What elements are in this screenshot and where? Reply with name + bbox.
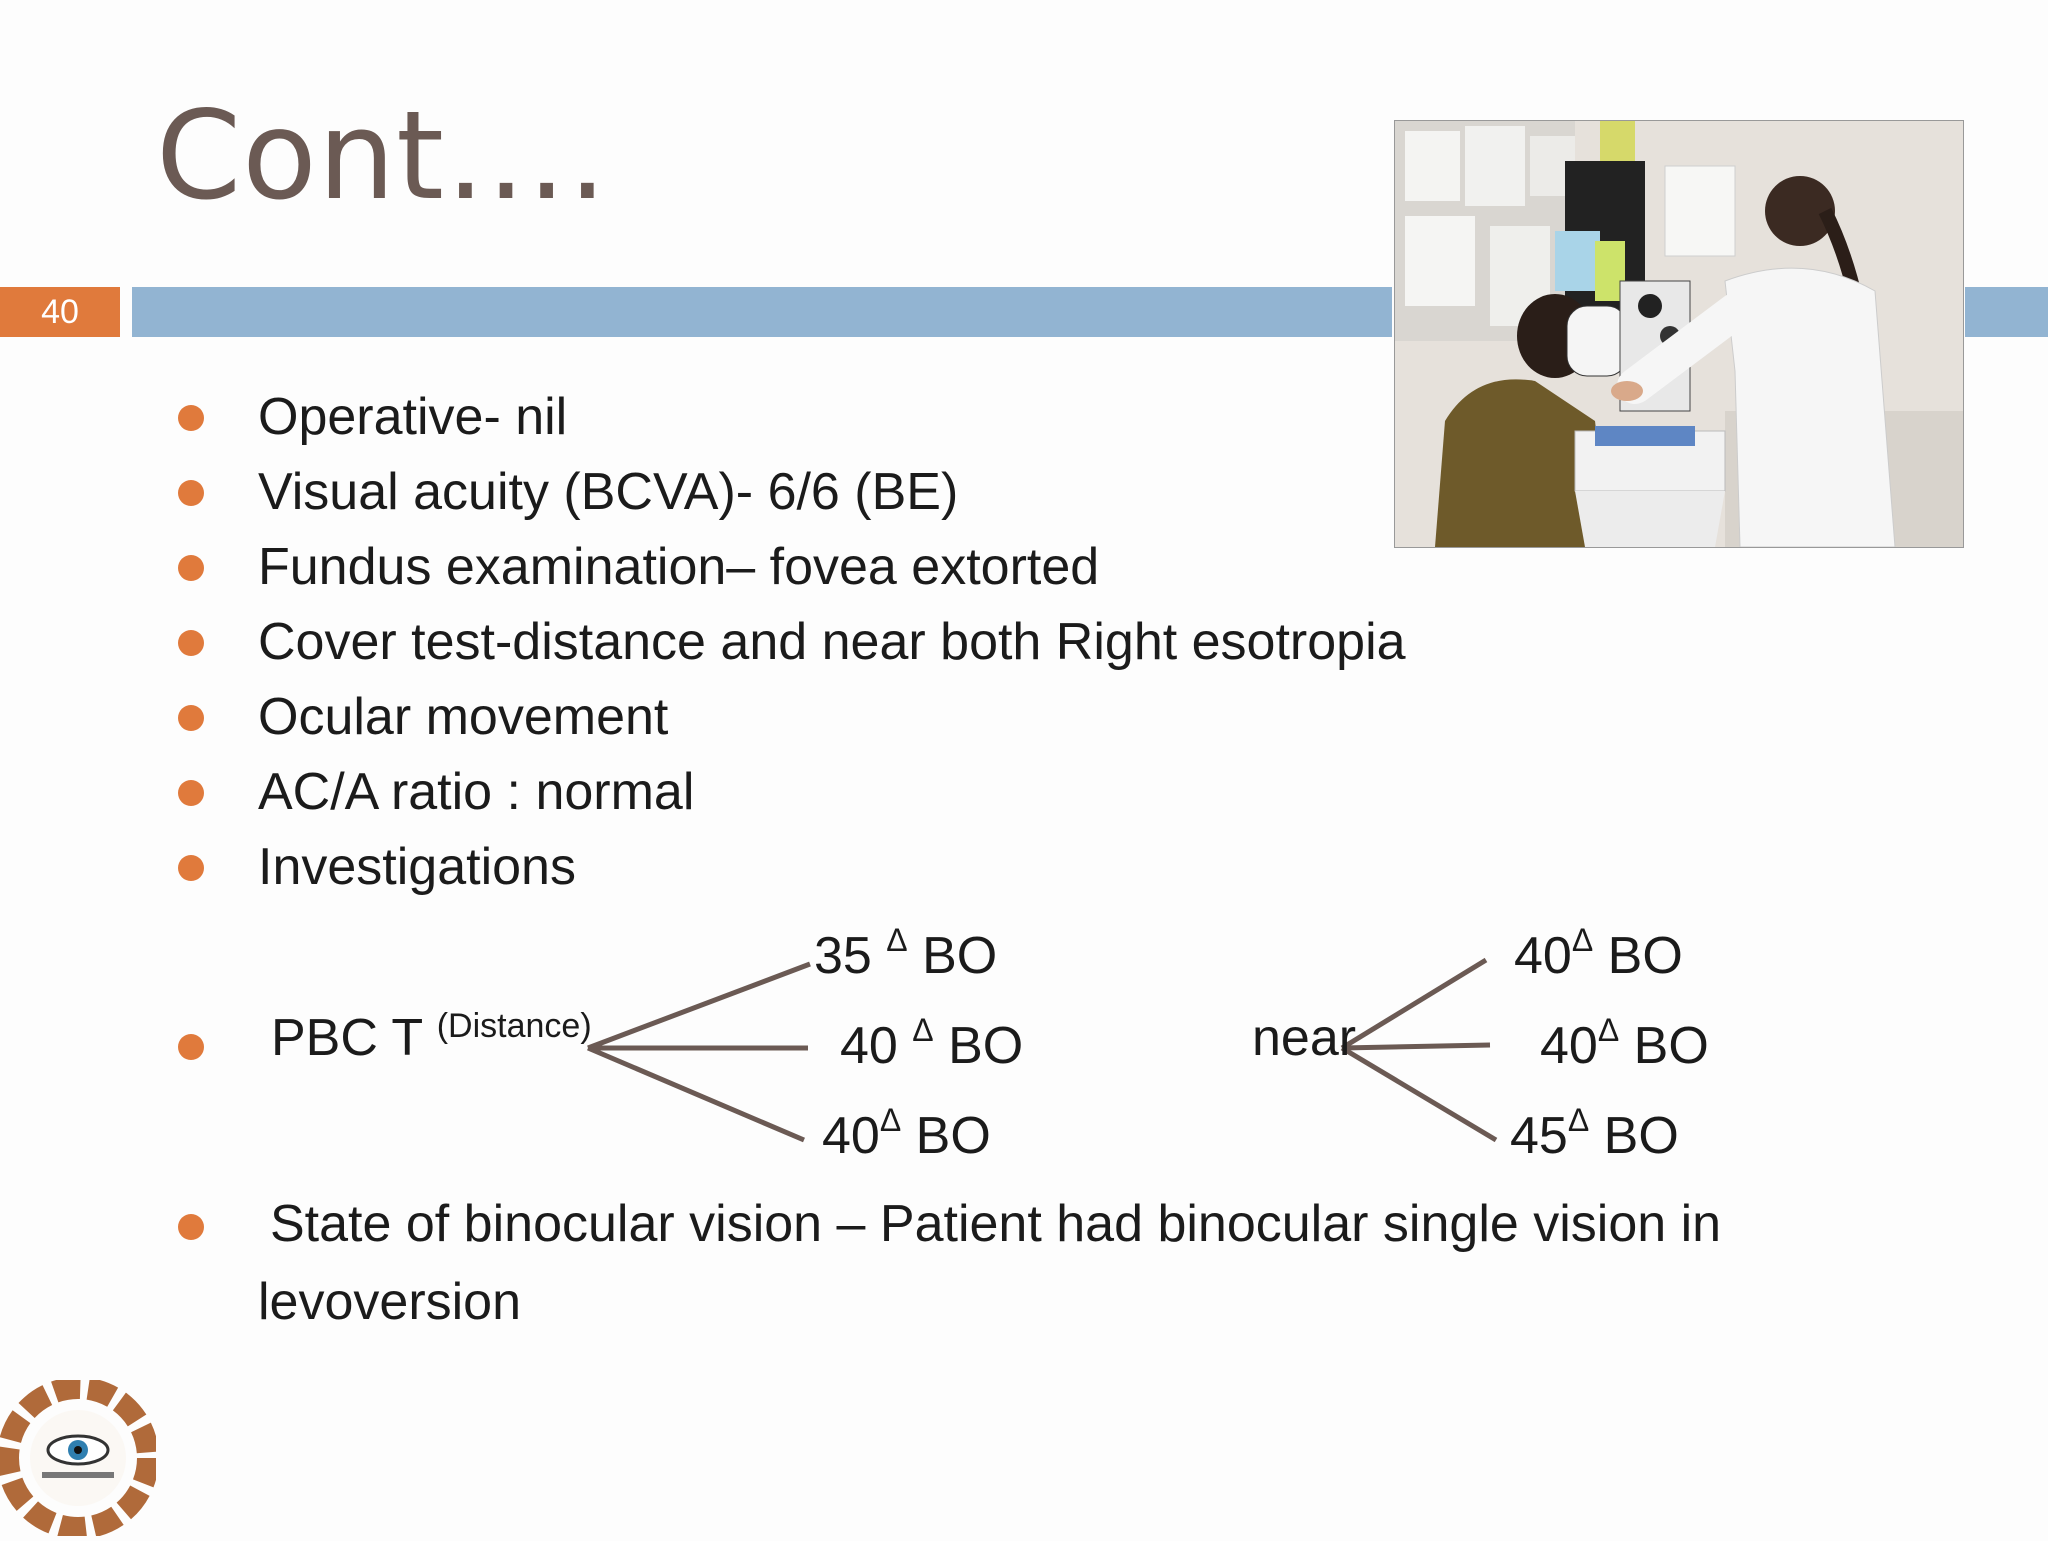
- bullet-ocular-movement: Ocular movement: [258, 688, 669, 746]
- bullet-dot: [178, 1034, 204, 1060]
- organization-logo: [0, 1377, 159, 1539]
- bullet-operative: Operative- nil: [258, 388, 568, 446]
- pbct-label-text: PBC T: [271, 1009, 423, 1067]
- bullet-dot: [178, 705, 204, 731]
- bullet-dot: [178, 780, 204, 806]
- bullet-cover-test: Cover test-distance and near both Right …: [258, 613, 1406, 671]
- near-label: near: [1252, 1009, 1357, 1067]
- near-value-1: 40Δ BO: [1514, 922, 1683, 985]
- pbct-label: PBC T (Distance): [271, 1009, 592, 1067]
- distance-value-1: 35 Δ BO: [814, 922, 998, 985]
- bullet-binocular-line1: State of binocular vision – Patient had …: [270, 1195, 1722, 1253]
- header-bar-right: [1965, 287, 2048, 337]
- bullet-dot: [178, 630, 204, 656]
- clinic-photo-illustration: [1395, 121, 1963, 547]
- header-bar: [132, 287, 1392, 337]
- bullet-dot: [178, 405, 204, 431]
- bullet-investigations: Investigations: [258, 838, 576, 896]
- bullet-dot: [178, 480, 204, 506]
- near-value-3: 45Δ BO: [1510, 1102, 1679, 1165]
- bullet-dot: [178, 1214, 204, 1240]
- logo-emblem: [0, 1377, 159, 1539]
- bullet-dot: [178, 855, 204, 881]
- pbct-label-sup: (Distance): [436, 1007, 592, 1045]
- bullet-visual-acuity: Visual acuity (BCVA)- 6/6 (BE): [258, 463, 959, 521]
- bullet-fundus: Fundus examination– fovea extorted: [258, 538, 1100, 596]
- distance-value-3: 40Δ BO: [822, 1102, 991, 1165]
- slide-title: Cont….: [156, 85, 608, 227]
- bullet-binocular-line2: levoversion: [258, 1273, 522, 1331]
- bullet-aca-ratio: AC/A ratio : normal: [258, 763, 695, 821]
- slide-number-badge: 40: [0, 287, 120, 337]
- distance-value-2: 40 Δ BO: [840, 1012, 1024, 1075]
- bullet-dot: [178, 555, 204, 581]
- near-value-2: 40Δ BO: [1540, 1012, 1709, 1075]
- clinic-photo: [1394, 120, 1964, 548]
